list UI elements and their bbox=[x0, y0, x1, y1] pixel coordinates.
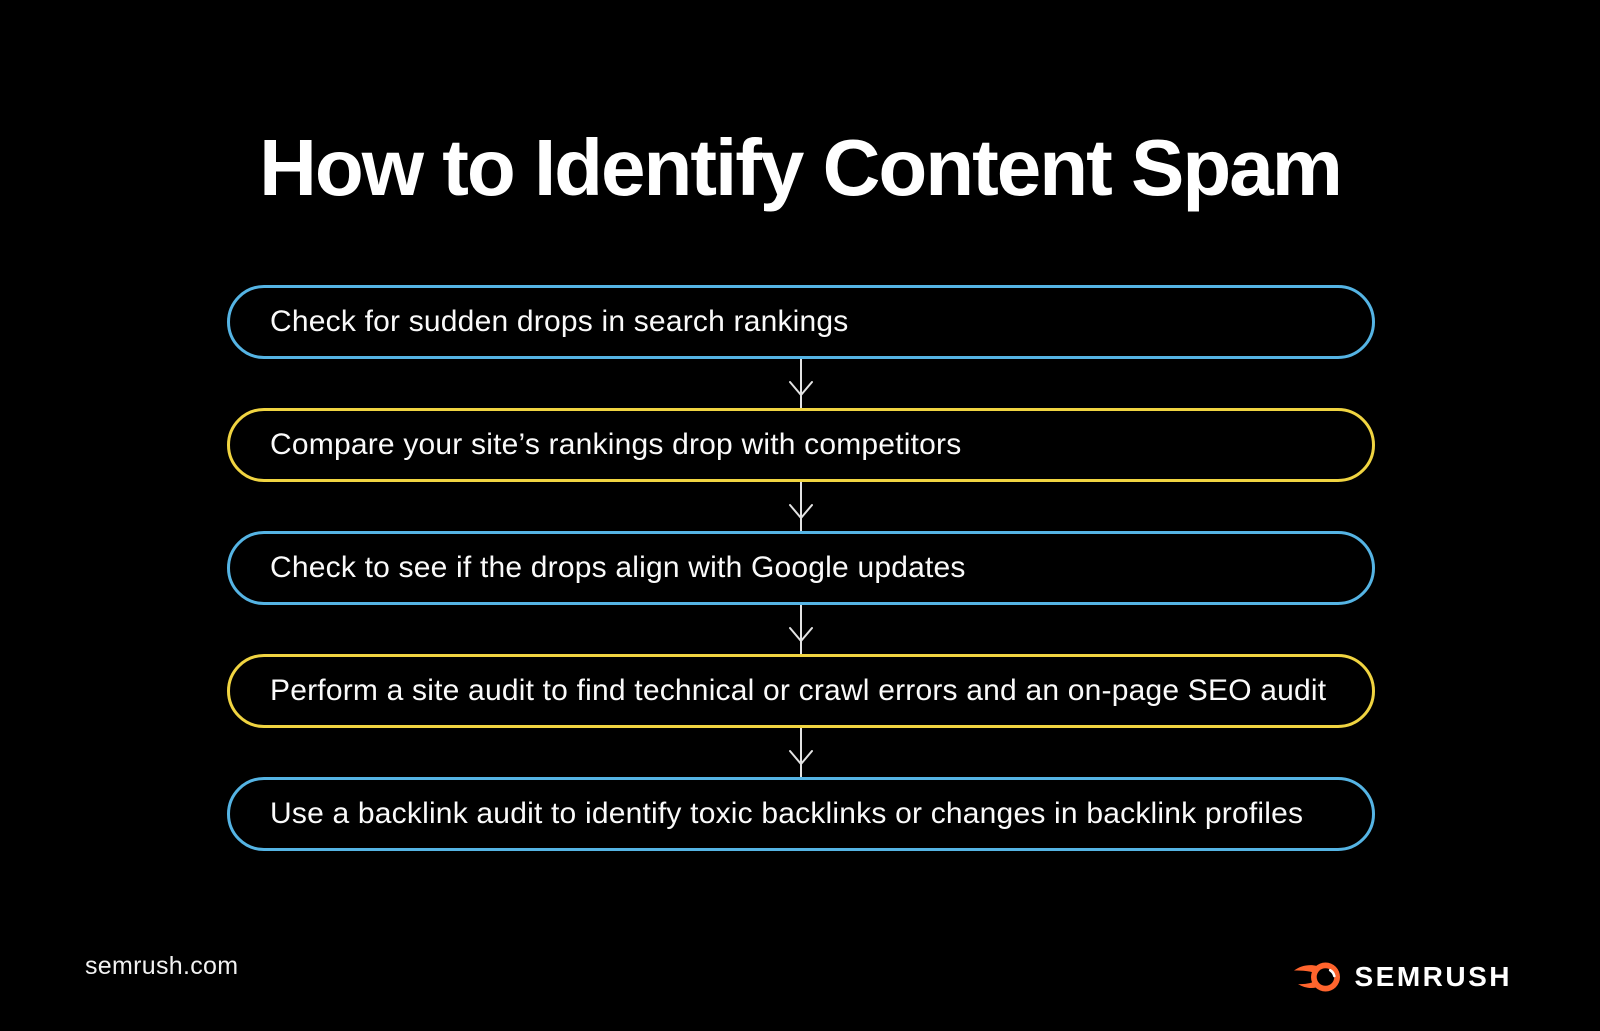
flow-step-label: Check for sudden drops in search ranking… bbox=[270, 305, 849, 338]
flow: Check for sudden drops in search ranking… bbox=[227, 285, 1375, 851]
website-url: semrush.com bbox=[85, 952, 239, 980]
flow-step: Check for sudden drops in search ranking… bbox=[227, 285, 1375, 359]
flow-step-wrap: Perform a site audit to find technical o… bbox=[227, 654, 1375, 777]
flow-step: Perform a site audit to find technical o… bbox=[227, 654, 1375, 728]
semrush-flame-icon bbox=[1294, 962, 1341, 992]
flow-step-label: Perform a site audit to find technical o… bbox=[270, 674, 1327, 707]
flow-step-label: Check to see if the drops align with Goo… bbox=[270, 551, 966, 584]
brand-wordmark: SEMRUSH bbox=[1354, 961, 1512, 992]
flow-step-label: Compare your site’s rankings drop with c… bbox=[270, 428, 962, 461]
page-title: How to Identify Content Spam bbox=[259, 122, 1343, 212]
down-arrow-icon bbox=[789, 359, 813, 408]
flow-step: Use a backlink audit to identify toxic b… bbox=[227, 777, 1375, 851]
down-arrow-icon bbox=[789, 605, 813, 654]
flow-step: Compare your site’s rankings drop with c… bbox=[227, 408, 1375, 482]
flow-step-wrap: Check for sudden drops in search ranking… bbox=[227, 285, 1375, 408]
flow-step-wrap: Use a backlink audit to identify toxic b… bbox=[227, 777, 1375, 851]
flow-step-wrap: Check to see if the drops align with Goo… bbox=[227, 531, 1375, 654]
flow-step-label: Use a backlink audit to identify toxic b… bbox=[270, 797, 1304, 830]
down-arrow-icon bbox=[789, 482, 813, 531]
down-arrow-icon bbox=[789, 728, 813, 777]
semrush-logo: SEMRUSH bbox=[1293, 960, 1512, 994]
flow-step: Check to see if the drops align with Goo… bbox=[227, 531, 1375, 605]
flow-step-wrap: Compare your site’s rankings drop with c… bbox=[227, 408, 1375, 531]
